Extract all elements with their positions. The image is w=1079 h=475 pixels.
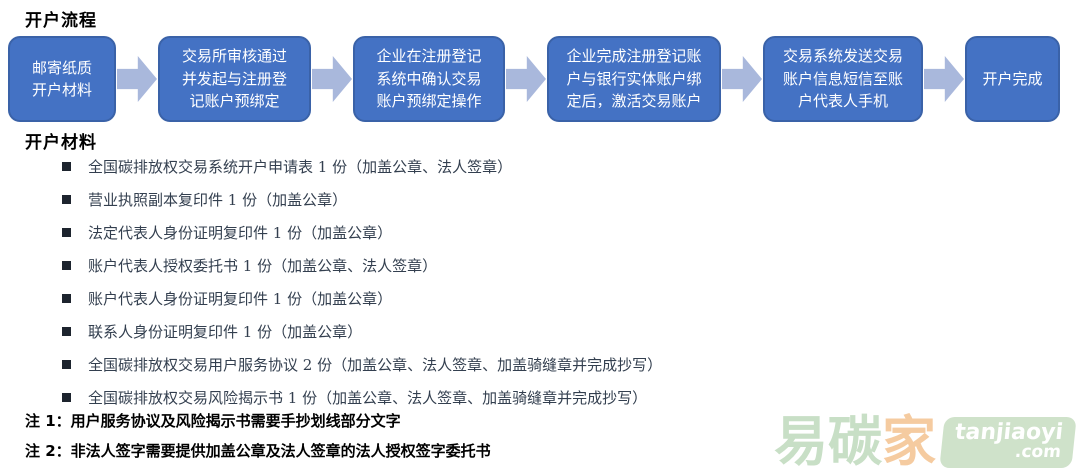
flow-step-box-3: 企业在注册登记系统中确认交易账户预绑定操作 bbox=[353, 36, 505, 122]
right-arrow-icon bbox=[312, 56, 352, 102]
square-bullet-icon bbox=[62, 261, 71, 270]
right-arrow-icon bbox=[722, 56, 762, 102]
square-bullet-icon bbox=[62, 360, 71, 369]
flow-step-box-2: 交易所审核通过并发起与注册登记账户预绑定 bbox=[158, 36, 311, 122]
material-item-text: 账户代表人身份证明复印件 1 份（加盖公章） bbox=[88, 290, 393, 308]
list-item: 账户代表人授权委托书 1 份（加盖公章、法人签章） bbox=[62, 256, 662, 275]
list-item: 营业执照副本复印件 1 份（加盖公章） bbox=[62, 190, 662, 209]
list-item: 全国碳排放权交易用户服务协议 2 份（加盖公章、法人签章、加盖骑缝章并完成抄写） bbox=[62, 355, 662, 374]
material-item-text: 法定代表人身份证明复印件 1 份（加盖公章） bbox=[88, 224, 393, 242]
square-bullet-icon bbox=[62, 393, 71, 402]
list-item: 账户代表人身份证明复印件 1 份（加盖公章） bbox=[62, 289, 662, 308]
watermark-logo: 易 碳 家 tanjiaoyi .com bbox=[774, 410, 1077, 473]
list-item: 全国碳排放权交易风险揭示书 1 份（加盖公章、法人签章、加盖骑缝章并完成抄写） bbox=[62, 388, 662, 407]
watermark-char-tan: 碳 bbox=[828, 410, 883, 473]
material-item-text: 账户代表人授权委托书 1 份（加盖公章、法人签章） bbox=[88, 257, 438, 275]
flow-step-label-4: 企业完成注册登记账户与银行实体账户绑定后，激活交易账户 bbox=[566, 47, 702, 111]
flow-step-box-6: 开户完成 bbox=[965, 36, 1060, 122]
material-item-text: 全国碳排放权交易风险揭示书 1 份（加盖公章、法人签章、加盖骑缝章并完成抄写） bbox=[88, 389, 648, 407]
material-item-text: 全国碳排放权交易系统开户申请表 1 份（加盖公章、法人签章） bbox=[88, 158, 513, 176]
materials-list: 全国碳排放权交易系统开户申请表 1 份（加盖公章、法人签章） 营业执照副本复印件… bbox=[62, 157, 662, 421]
watermark-domain-bottom: .com bbox=[1013, 441, 1063, 462]
note-1: 注 1：用户服务协议及风险揭示书需要手抄划线部分文字 bbox=[25, 412, 401, 430]
flow-diagram: 邮寄纸质开户材料 交易所审核通过并发起与注册登记账户预绑定 企业在注册登记系统中… bbox=[8, 36, 1071, 122]
flow-step-label-6: 开户完成 bbox=[982, 69, 1043, 88]
list-item: 联系人身份证明复印件 1 份（加盖公章） bbox=[62, 322, 662, 341]
flow-step-box-5: 交易系统发送交易账户信息短信至账户代表人手机 bbox=[763, 36, 923, 122]
right-arrow-icon bbox=[924, 56, 964, 102]
flow-step-label-5: 交易系统发送交易账户信息短信至账户代表人手机 bbox=[782, 47, 903, 111]
square-bullet-icon bbox=[62, 294, 71, 303]
flow-step-label-1: 邮寄纸质开户材料 bbox=[31, 58, 92, 100]
flow-step-label-3: 企业在注册登记系统中确认交易账户预绑定操作 bbox=[376, 47, 482, 111]
right-arrow-icon bbox=[117, 56, 157, 102]
flow-step-box-4: 企业完成注册登记账户与银行实体账户绑定后，激活交易账户 bbox=[547, 36, 721, 122]
flow-section-title: 开户流程 bbox=[25, 11, 97, 31]
right-arrow-icon bbox=[506, 56, 546, 102]
material-item-text: 联系人身份证明复印件 1 份（加盖公章） bbox=[88, 323, 363, 341]
flow-step-label-2: 交易所审核通过并发起与注册登记账户预绑定 bbox=[181, 47, 287, 111]
note-2: 注 2：非法人签字需要提供加盖公章及法人签章的法人授权签字委托书 bbox=[25, 442, 491, 460]
square-bullet-icon bbox=[62, 162, 71, 171]
square-bullet-icon bbox=[62, 195, 71, 204]
materials-section-title: 开户材料 bbox=[25, 133, 97, 153]
material-item-text: 营业执照副本复印件 1 份（加盖公章） bbox=[88, 191, 348, 209]
watermark-domain-badge: tanjiaoyi .com bbox=[939, 416, 1077, 468]
watermark-domain-top: tanjiaoyi bbox=[953, 419, 1065, 445]
square-bullet-icon bbox=[62, 228, 71, 237]
watermark-char-jia: 家 bbox=[882, 410, 937, 473]
square-bullet-icon bbox=[62, 327, 71, 336]
list-item: 全国碳排放权交易系统开户申请表 1 份（加盖公章、法人签章） bbox=[62, 157, 662, 176]
watermark-char-yi: 易 bbox=[774, 410, 829, 473]
material-item-text: 全国碳排放权交易用户服务协议 2 份（加盖公章、法人签章、加盖骑缝章并完成抄写） bbox=[88, 356, 663, 374]
list-item: 法定代表人身份证明复印件 1 份（加盖公章） bbox=[62, 223, 662, 242]
flow-step-box-1: 邮寄纸质开户材料 bbox=[8, 36, 116, 122]
notes-block: 注 1：用户服务协议及风险揭示书需要手抄划线部分文字 注 2：非法人签字需要提供… bbox=[25, 411, 491, 471]
